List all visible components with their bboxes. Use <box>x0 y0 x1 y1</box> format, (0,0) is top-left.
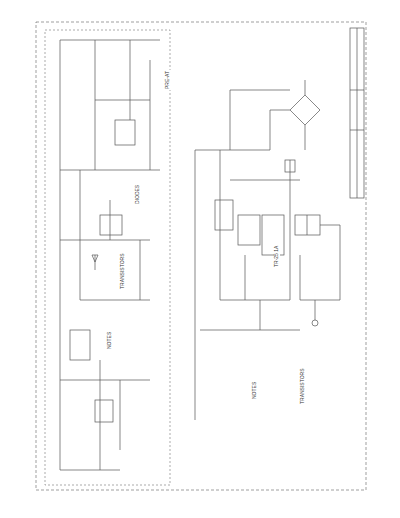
schematic-label: NOTES <box>107 331 113 350</box>
schematic-label: NOTES <box>252 381 258 400</box>
schematic-label: PRE-AT <box>165 70 171 90</box>
schematic-label: TRANSISTORS <box>300 368 306 405</box>
schematic-label: TR-25 1A <box>274 245 280 268</box>
schematic-label: DIODES <box>135 184 141 205</box>
schematic-label: TRANSISTORS <box>120 253 126 290</box>
